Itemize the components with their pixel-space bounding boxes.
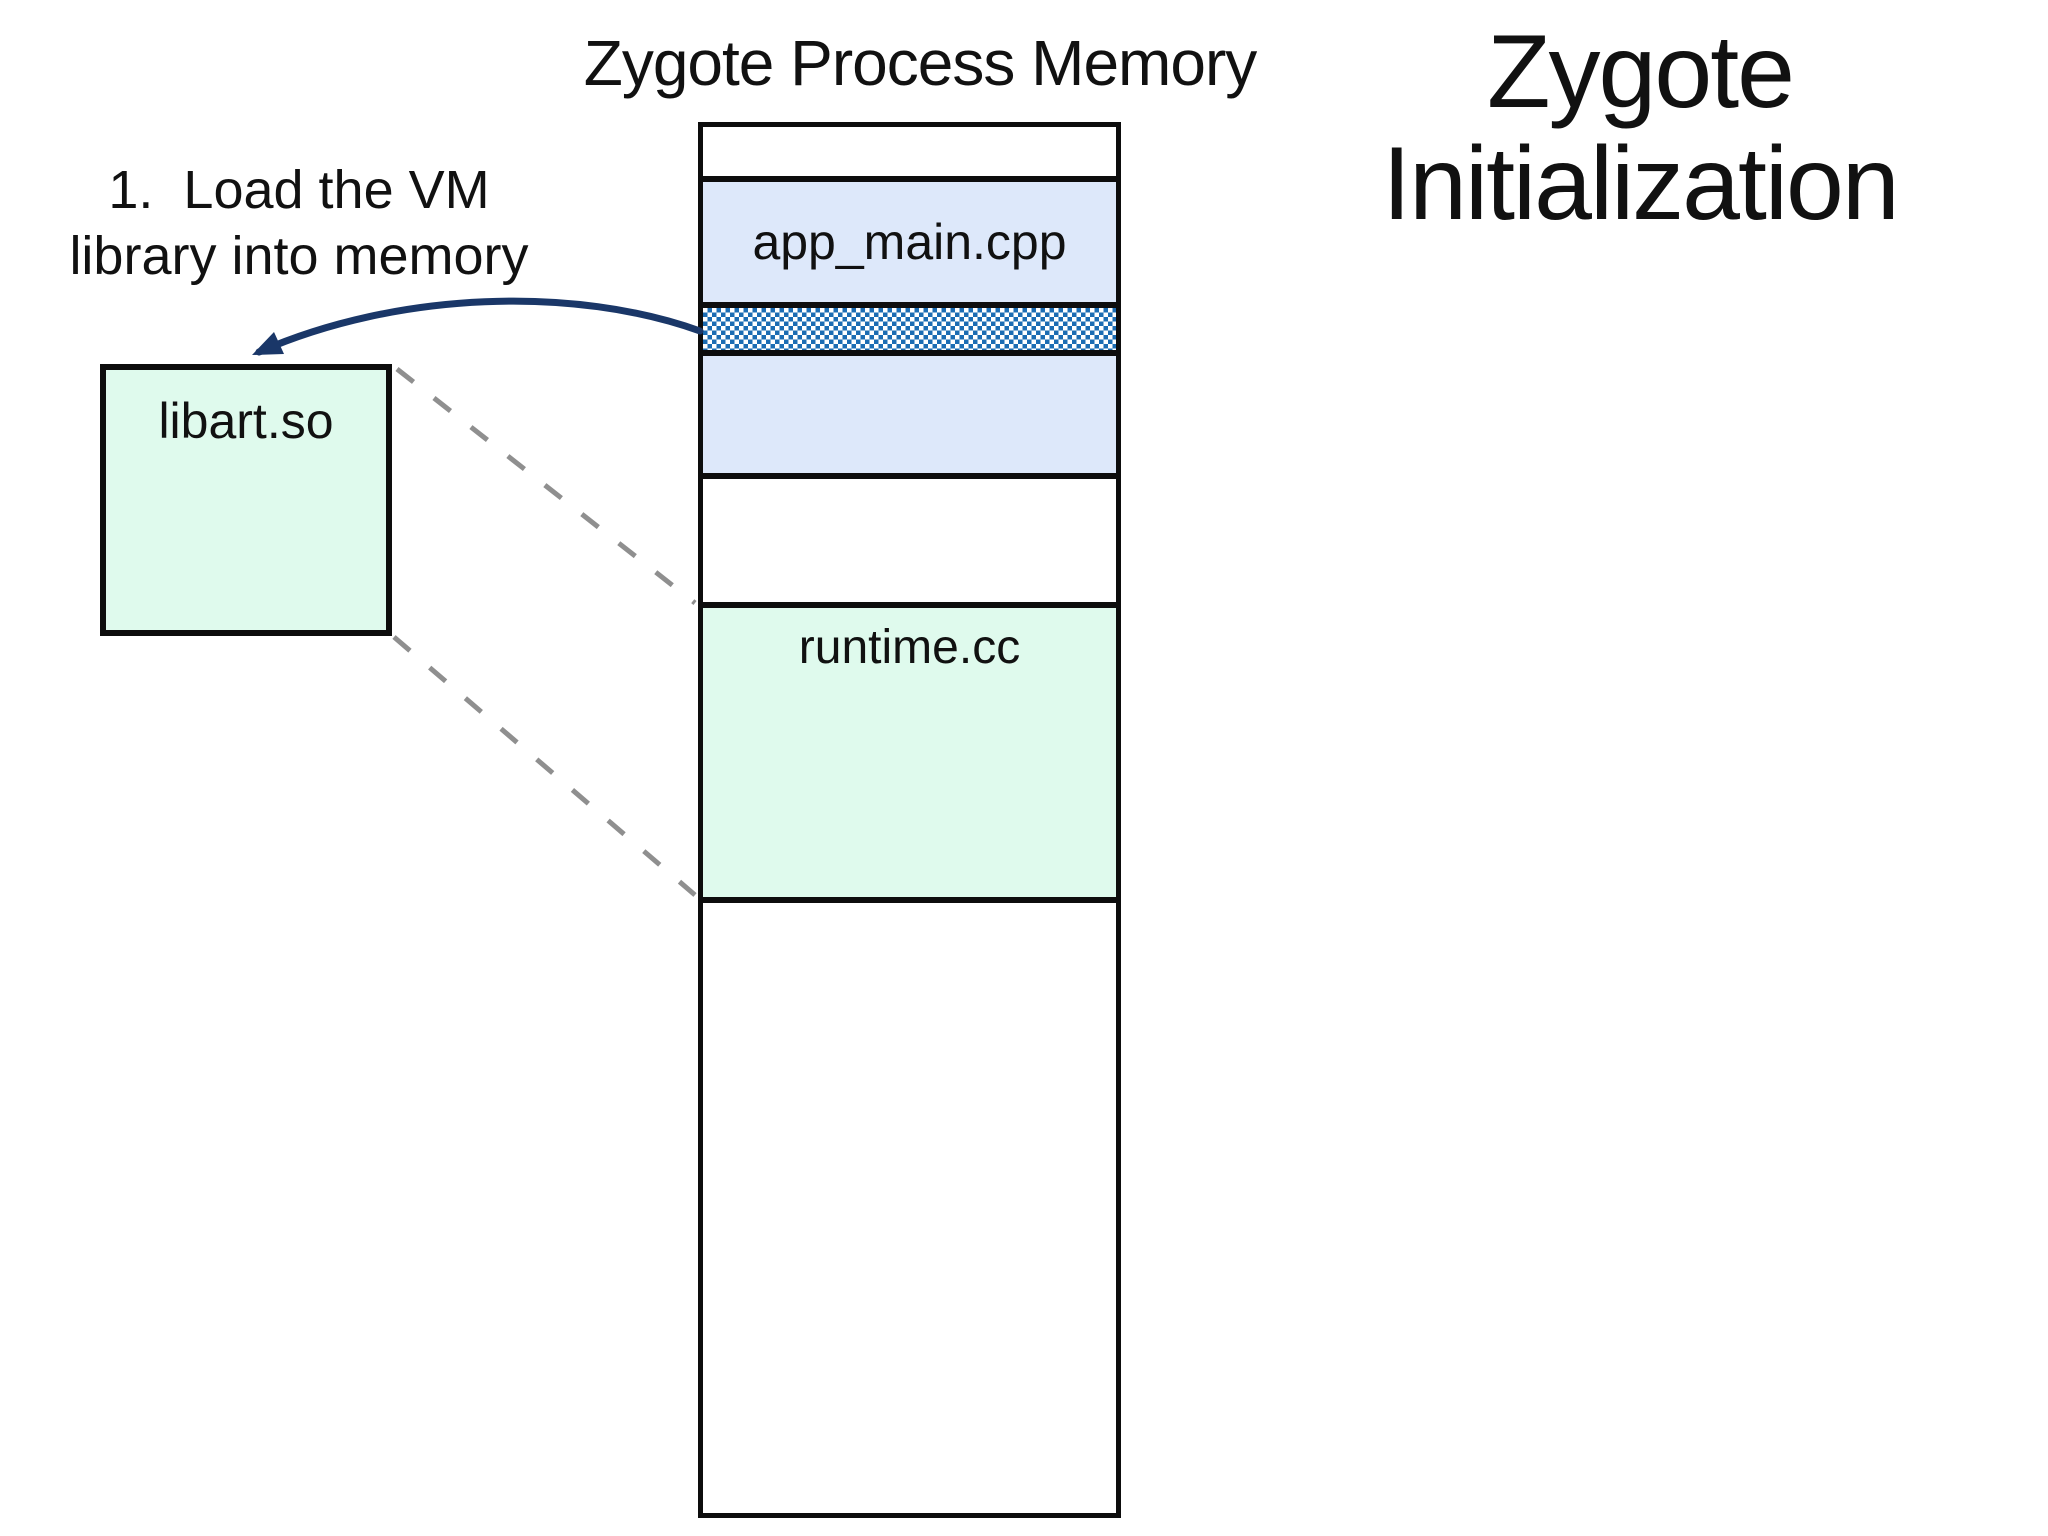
memory-band-runtime: runtime.cc bbox=[703, 602, 1116, 897]
memory-band-empty-mid bbox=[703, 473, 1116, 602]
memory-column: app_main.cpp runtime.cc bbox=[698, 122, 1121, 1518]
memory-band-empty-top bbox=[703, 127, 1116, 176]
runtime-label: runtime.cc bbox=[798, 621, 1021, 674]
library-box: libart.so bbox=[100, 364, 392, 636]
memory-band-app-main: app_main.cpp bbox=[703, 176, 1116, 302]
step-annotation-line2: library into memory bbox=[69, 225, 529, 286]
memory-column-title: Zygote Process Memory bbox=[583, 27, 1258, 99]
slide-title-line2: Initialization bbox=[1382, 126, 1899, 243]
load-arrow-arrowhead bbox=[252, 332, 284, 355]
library-box-label: libart.so bbox=[158, 393, 334, 449]
step-annotation: 1. Load the VM library into memory bbox=[59, 158, 539, 290]
app-main-label: app_main.cpp bbox=[752, 214, 1067, 270]
dashed-map-line-top bbox=[395, 367, 697, 605]
memory-band-hatched bbox=[703, 302, 1116, 350]
slide-title-line1: Zygote bbox=[1487, 14, 1795, 130]
load-arrow bbox=[255, 297, 704, 356]
step-annotation-line1: 1. Load the VM bbox=[108, 160, 490, 220]
dashed-map-line-bottom bbox=[392, 635, 697, 897]
memory-band-empty-bottom bbox=[703, 897, 1116, 1513]
memory-band-blue-lower bbox=[703, 350, 1116, 473]
slide-title: Zygote Initialization bbox=[1230, 16, 2048, 241]
